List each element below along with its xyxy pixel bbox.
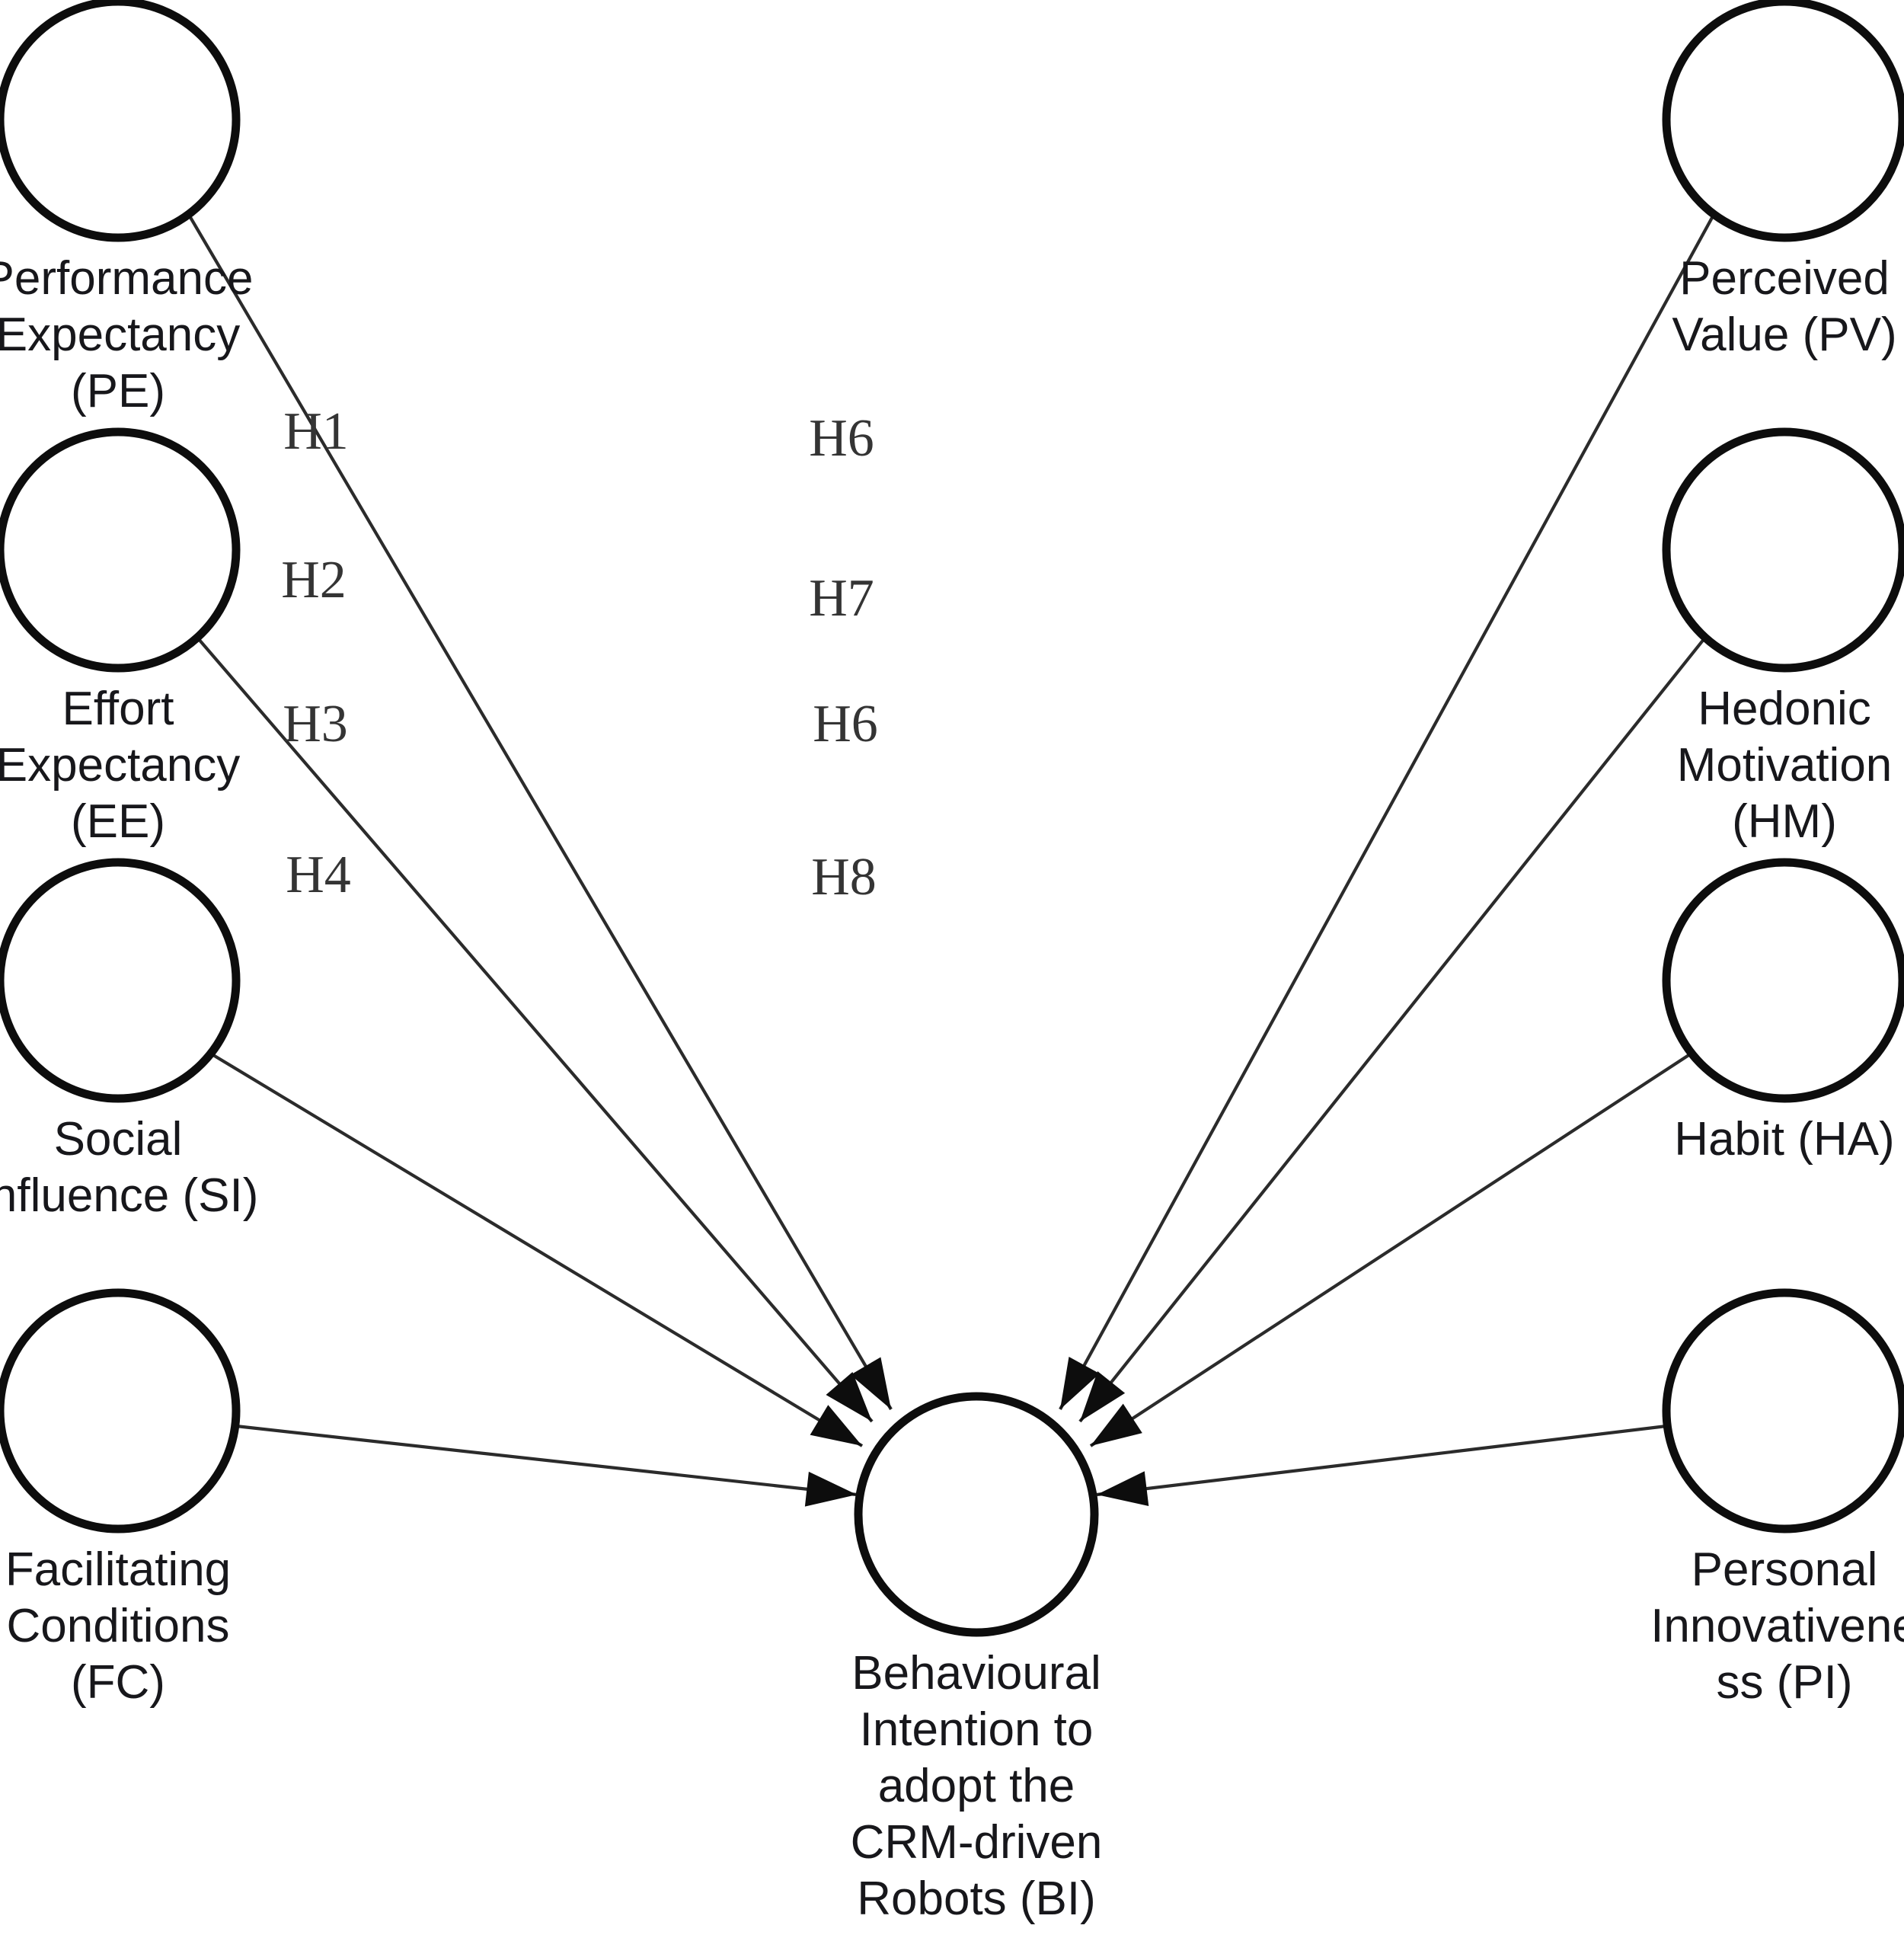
node-label-line: Social — [54, 1113, 183, 1166]
hypothesis-label-1: H1 — [283, 402, 349, 461]
node-circle-fc[interactable] — [0, 1288, 241, 1533]
node-circle-ee[interactable] — [0, 427, 241, 673]
arrowheads-layer — [804, 1357, 1149, 1507]
node-label-line: Expectancy — [0, 739, 240, 792]
node-label-line: (EE) — [71, 795, 165, 848]
edge-pi-to-bi — [1096, 1424, 1667, 1497]
node-label-line: Hedonic — [1698, 683, 1870, 735]
node-label-line: (HM) — [1732, 795, 1837, 848]
node-circle-pi[interactable] — [1662, 1288, 1904, 1533]
node-circles-layer — [0, 0, 1904, 1637]
node-label-line: adopt the — [878, 1760, 1075, 1812]
node-label-line: ss (PI) — [1716, 1656, 1852, 1709]
node-label-line: Facilitating — [5, 1543, 231, 1596]
edge-si-to-bi — [208, 1051, 864, 1447]
node-label-line: (PE) — [71, 365, 165, 417]
hypothesis-label-3: H3 — [283, 695, 348, 753]
node-label-line: Value (PV) — [1672, 309, 1896, 361]
edge-ee-to-bi — [196, 637, 874, 1423]
node-label-line: (FC) — [71, 1656, 165, 1709]
arrowhead-si-to-bi — [810, 1405, 862, 1446]
edge-ha-to-bi — [1089, 1051, 1694, 1447]
node-circle-ha[interactable] — [1662, 858, 1904, 1103]
node-label-line: Habit (HA) — [1674, 1113, 1894, 1166]
node-label-line: CRM-driven — [851, 1816, 1103, 1869]
arrowhead-hm-to-bi — [1080, 1371, 1126, 1422]
arrowhead-pv-to-bi — [1060, 1357, 1100, 1409]
hypothesis-label-2: H2 — [281, 551, 347, 609]
hypothesis-label-5: H6 — [809, 409, 874, 468]
node-circle-si[interactable] — [0, 858, 241, 1103]
edge-hm-to-bi — [1078, 637, 1706, 1423]
node-circle-pv[interactable] — [1662, 0, 1904, 242]
arrowhead-ha-to-bi — [1091, 1403, 1142, 1446]
node-label-line: Robots (BI) — [857, 1872, 1096, 1925]
node-label-line: Effort — [62, 683, 174, 735]
edge-fc-to-bi — [235, 1424, 858, 1497]
hypothesis-label-6: H7 — [809, 569, 874, 628]
node-circle-bi[interactable] — [854, 1392, 1099, 1637]
node-circle-pe[interactable] — [0, 0, 241, 242]
node-label-line: Performance — [0, 252, 253, 305]
hypothesis-label-4: H4 — [286, 846, 351, 904]
edge-pe-to-bi — [187, 213, 893, 1411]
arrowhead-pe-to-bi — [850, 1357, 891, 1409]
node-circle-hm[interactable] — [1662, 427, 1904, 673]
node-label-ha: Habit (HA) — [1674, 1113, 1894, 1166]
node-label-line: Expectancy — [0, 309, 240, 361]
arrowhead-ee-to-bi — [826, 1371, 872, 1422]
edge-pv-to-bi — [1059, 213, 1715, 1411]
hypothesis-label-7: H6 — [813, 695, 878, 753]
node-label-line: Personal — [1692, 1543, 1878, 1596]
node-label-line: Influence (SI) — [0, 1169, 258, 1222]
node-label-line: Behavioural — [851, 1647, 1101, 1700]
node-label-line: Perceived — [1679, 252, 1890, 305]
node-label-line: Intention to — [860, 1703, 1094, 1756]
node-label-line: Motivation — [1677, 739, 1893, 792]
arrowhead-fc-to-bi — [804, 1471, 857, 1507]
edges-layer — [187, 213, 1715, 1497]
node-label-line: Innovativene — [1650, 1600, 1904, 1652]
hypothesis-label-8: H8 — [811, 848, 877, 907]
arrowhead-pi-to-bi — [1097, 1471, 1149, 1506]
node-label-line: Conditions — [7, 1600, 230, 1652]
